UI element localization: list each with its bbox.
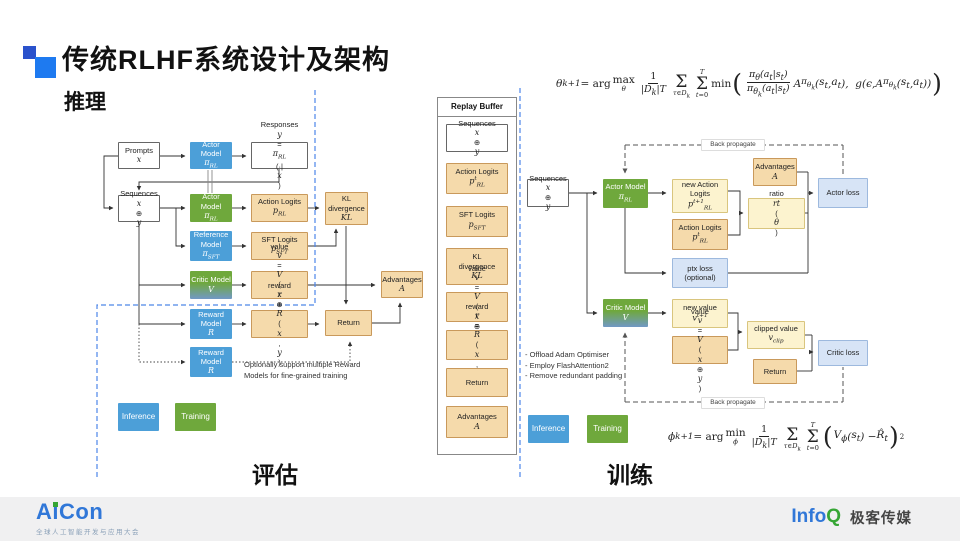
title-square-bright-icon	[35, 57, 56, 78]
aicon-green-dot-icon	[53, 502, 58, 507]
title-square-dark-icon	[23, 46, 36, 59]
section-label-training: 训练	[607, 462, 653, 488]
infoq-logo-info: Info	[791, 506, 827, 527]
footer-bar: AiCon 全球人工智能开发与应用大会 Info Q 极客传媒	[0, 497, 960, 541]
section-label-inference: 推理	[64, 91, 106, 114]
infoq-media-text: 极客传媒	[850, 510, 912, 527]
infoq-logo-q: Q	[826, 506, 841, 527]
replay-buffer-header: Replay Buffer	[438, 98, 516, 117]
aicon-logo-text: AiCon	[36, 499, 104, 524]
aicon-tagline: 全球人工智能开发与应用大会	[36, 529, 140, 536]
section-label-evaluation: 评估	[252, 462, 298, 488]
replay-buffer-panel: Replay Buffer	[437, 97, 517, 455]
aicon-logo: AiCon 全球人工智能开发与应用大会	[36, 499, 140, 536]
page-title: 传统RLHF系统设计及架构	[62, 45, 390, 75]
infoq-logo: Info Q 极客传媒	[791, 506, 912, 528]
